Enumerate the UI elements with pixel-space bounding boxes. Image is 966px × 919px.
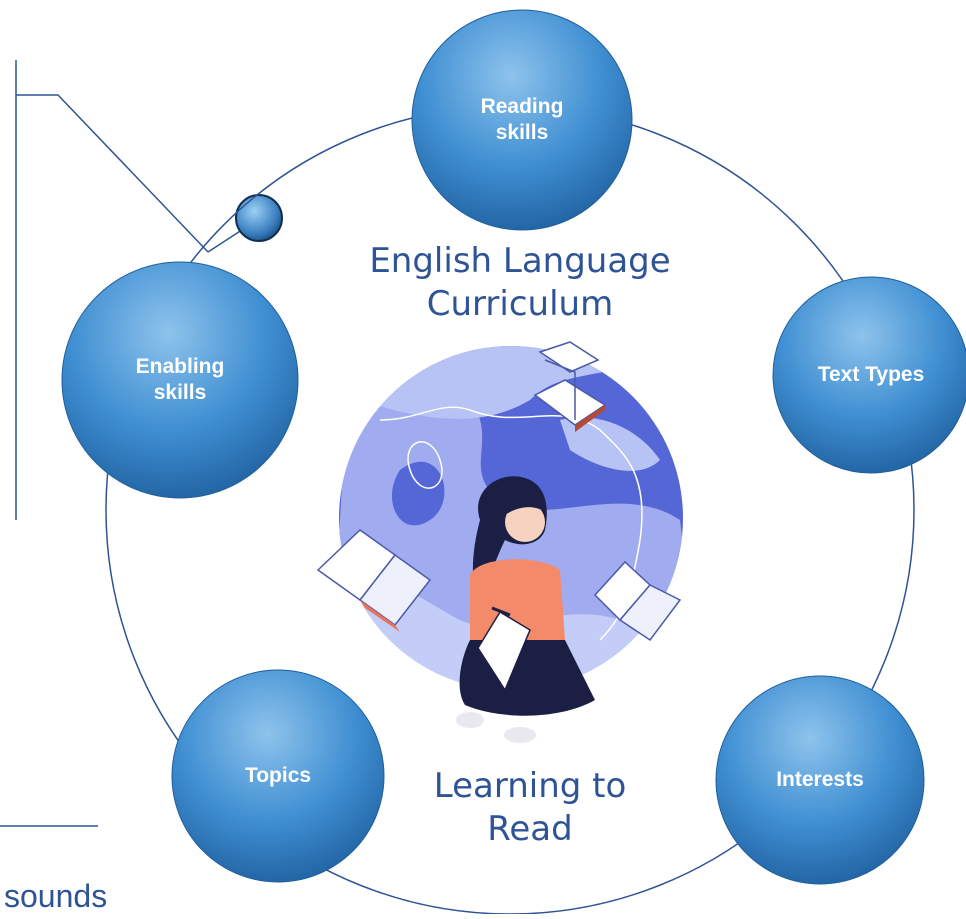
node-topics[interactable] bbox=[171, 669, 385, 883]
bottom-title-line-2: Read bbox=[487, 808, 573, 849]
book-top-icon bbox=[533, 341, 607, 432]
interests-label: Interests bbox=[776, 767, 864, 791]
node-label-text-types: Text Types bbox=[781, 355, 961, 395]
node-interests[interactable] bbox=[715, 675, 925, 885]
bottom-title-line-1: Learning to bbox=[433, 766, 627, 806]
text-types-label: Text Types bbox=[817, 362, 925, 386]
node-enabling-skills[interactable] bbox=[61, 261, 299, 499]
center-title-line-2: Curriculum bbox=[426, 283, 614, 324]
topics-label: Topics bbox=[244, 763, 312, 787]
center-title: English Language Curriculum bbox=[330, 240, 710, 325]
reading-skills-line-1: Reading bbox=[480, 94, 564, 118]
center-title-line-1: English Language bbox=[369, 241, 671, 281]
partial-text-sounds: sounds bbox=[4, 878, 108, 914]
left-connector bbox=[0, 60, 283, 827]
reading-girl-globe-illustration bbox=[316, 341, 683, 743]
bottom-title: Learning to Read bbox=[380, 765, 680, 850]
enabling-skills-line-1: Enabling bbox=[135, 354, 225, 378]
node-label-topics: Topics bbox=[198, 756, 358, 796]
book-right-icon bbox=[593, 560, 682, 642]
girl-figure bbox=[456, 476, 595, 743]
node-text-types[interactable] bbox=[772, 276, 966, 474]
node-reading-skills[interactable] bbox=[411, 9, 633, 231]
connector-ball bbox=[235, 194, 283, 242]
book-left-icon bbox=[316, 529, 432, 632]
node-label-reading-skills: Reading skills bbox=[442, 80, 602, 160]
node-label-enabling-skills: Enabling skills bbox=[90, 340, 270, 420]
reading-skills-line-2: skills bbox=[495, 121, 549, 144]
node-label-interests: Interests bbox=[740, 760, 900, 800]
diagonal-connector-line bbox=[16, 94, 209, 253]
enabling-skills-line-2: skills bbox=[153, 381, 207, 404]
